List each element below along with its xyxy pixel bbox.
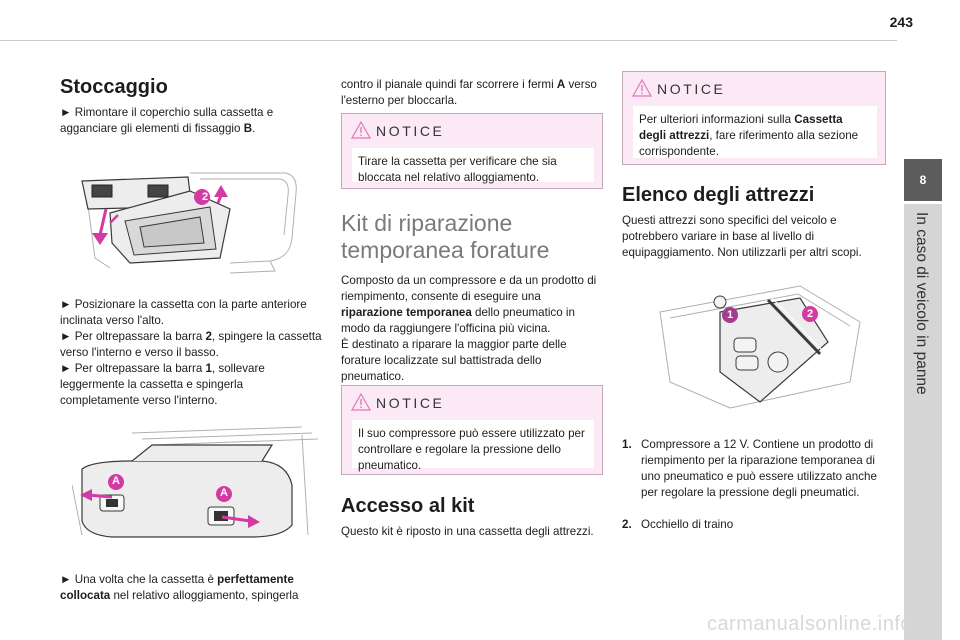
paragraph-tools: Questi attrezzi sono specifici del veico… xyxy=(622,214,862,259)
paragraph-access: Questo kit è riposto in una cassetta deg… xyxy=(341,525,594,538)
step-bar-2: ► Per oltrepassare la barra 2, spingere … xyxy=(60,330,322,359)
figure2-label-a-left: A xyxy=(112,475,120,487)
notice-title: NOTICE xyxy=(657,81,726,97)
column-1-mid: ► Posizionare la cassetta con la parte a… xyxy=(60,297,322,409)
figure-tool-list xyxy=(659,285,861,409)
column-1: Stoccaggio ► Rimontare il coperchio sull… xyxy=(60,75,322,137)
paragraph-kit: Composto da un compressore e da un prodo… xyxy=(341,274,597,335)
figure1-label-2: 2 xyxy=(201,191,209,203)
step-bar-1: ► Per oltrepassare la barra 1, sollevare… xyxy=(60,362,265,407)
notice-text: Tirare la cassetta per verificare che si… xyxy=(352,148,594,184)
paragraph-placed: ► Una volta che la cassetta è perfettame… xyxy=(60,573,299,602)
paragraph-cover: ► Rimontare il coperchio sulla cassetta … xyxy=(60,106,274,135)
notice-box-3: NOTICE Per ulteriori informazioni sulla … xyxy=(622,71,886,165)
chapter-title: In caso di veicolo in panne xyxy=(913,212,930,395)
figure2-label-a-right: A xyxy=(220,487,228,499)
warning-icon xyxy=(351,121,371,139)
warning-icon xyxy=(632,79,652,97)
paragraph-kit-2: È destinato a riparare la maggior parte … xyxy=(341,338,567,383)
heading-tools: Elenco degli attrezzi xyxy=(622,184,815,206)
figure-latches xyxy=(72,426,319,538)
warning-icon xyxy=(351,393,371,411)
page-number: 243 xyxy=(889,14,913,30)
header-divider xyxy=(0,40,897,41)
figure-toolbox-cover xyxy=(81,172,297,274)
step-position: ► Posizionare la cassetta con la parte a… xyxy=(60,298,307,327)
figure3-label-1: 1 xyxy=(726,309,734,321)
notice-text: Il suo compressore può essere utilizzato… xyxy=(352,420,594,472)
notice-box-2: NOTICE Il suo compressore può essere uti… xyxy=(341,385,603,475)
column-1-end: ► Una volta che la cassetta è perfettame… xyxy=(60,572,322,604)
watermark: carmanualsonline.info xyxy=(706,613,912,635)
heading-kit: Kit di riparazione temporanea forature xyxy=(341,210,550,263)
chapter-tab[interactable]: 8 xyxy=(904,159,942,201)
notice-box-1: NOTICE Tirare la cassetta per verificare… xyxy=(341,113,603,189)
notice-text: Per ulteriori informazioni sulla Cassett… xyxy=(633,106,877,158)
heading-stoccaggio: Stoccaggio xyxy=(60,76,168,98)
tool-list: 1. Compressore a 12 V. Contiene un prodo… xyxy=(622,438,877,531)
column-2-kit: Kit di riparazione temporanea forature C… xyxy=(341,210,603,385)
chapter-strip: In caso di veicolo in panne xyxy=(904,204,942,640)
column-2: contro il pianale quindi far scorrere i … xyxy=(341,77,603,109)
notice-title: NOTICE xyxy=(376,395,445,411)
heading-access: Accesso al kit xyxy=(341,495,475,517)
notice-title: NOTICE xyxy=(376,123,445,139)
column-2-access: Accesso al kit Questo kit è riposto in u… xyxy=(341,494,603,540)
figure3-label-2: 2 xyxy=(806,308,814,320)
column-3: Elenco degli attrezzi Questi attrezzi so… xyxy=(622,183,886,261)
paragraph-latch: contro il pianale quindi far scorrere i … xyxy=(341,78,597,107)
